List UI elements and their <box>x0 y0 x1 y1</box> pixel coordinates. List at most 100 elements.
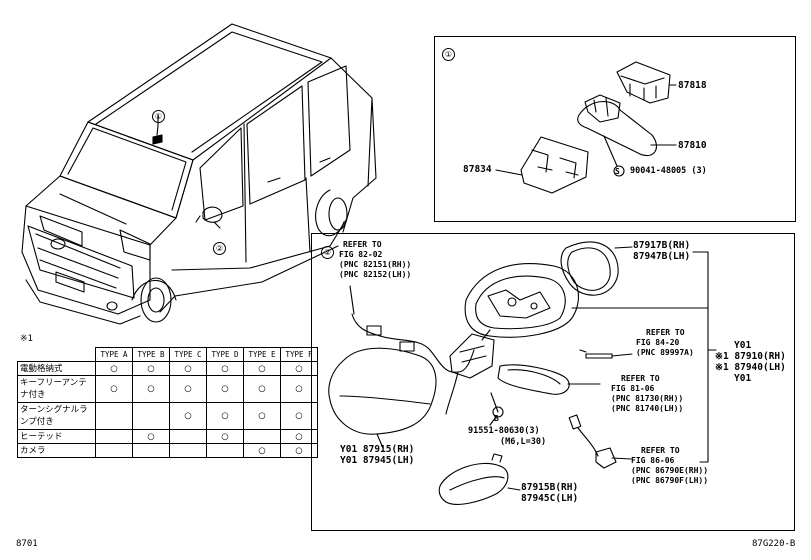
antenna-detail-frame <box>434 36 796 222</box>
header-type-a: TYPE A <box>95 347 133 362</box>
mark-cell: ○ <box>243 402 281 430</box>
refer-84-line-2: FIG 84-20 <box>636 338 680 347</box>
screw-label: 91551-80630(3) (M6,L=30) <box>468 426 546 448</box>
refer-81-line-4: (PNC 81740(LH)) <box>611 404 684 413</box>
mark-cell: ○ <box>132 429 170 444</box>
refer-fig-84: REFER TO FIG 84-20 (PNC 89997A) <box>636 328 694 358</box>
refer-86-line-4: (PNC 86790F(LH)) <box>631 476 709 485</box>
row-feature: 電動格納式 <box>17 361 96 376</box>
mark-cell: ○ <box>243 443 281 458</box>
mark-cell: ○ <box>243 361 281 376</box>
refer-86-line-1: REFER TO <box>641 446 680 455</box>
figure-number: 8701 <box>16 539 38 549</box>
table-header-row: TYPE A TYPE B TYPE C TYPE D TYPE E TYPE … <box>18 347 318 362</box>
refer-81-line-1: REFER TO <box>621 374 660 383</box>
row-feature: カメラ <box>17 443 96 458</box>
part-number-87834: 87834 <box>463 164 492 175</box>
mark-cell <box>95 443 133 458</box>
part-number-87917b: 87917B(RH) <box>633 240 691 251</box>
part-number-87818: 87818 <box>678 80 707 91</box>
refer-82-line-1: REFER TO <box>343 240 382 249</box>
mark-cell <box>132 402 170 430</box>
mark-cell: ○ <box>280 402 318 430</box>
part-number-91551: 91551-80630(3) <box>468 426 540 436</box>
screw-b-letter: B <box>494 414 499 423</box>
mark-cell: ○ <box>243 375 281 403</box>
mark-cell <box>95 402 133 430</box>
mark-cell: ○ <box>169 375 207 403</box>
mark-cell: ○ <box>206 375 244 403</box>
table-row: キーフリーアンテナ付き ○ ○ ○ ○ ○ ○ <box>17 375 318 403</box>
refer-84-line-1: REFER TO <box>646 328 685 337</box>
mark-cell: ○ <box>169 361 207 376</box>
mark-cell: ○ <box>132 361 170 376</box>
header-type-b: TYPE B <box>132 347 170 362</box>
mark-cell <box>169 429 207 444</box>
mark-cell: ○ <box>95 375 133 403</box>
table-row: ヒーテッド ○ ○ ○ <box>17 429 318 444</box>
option-table: TYPE A TYPE B TYPE C TYPE D TYPE E TYPE … <box>17 347 318 458</box>
callout-2-label: ② <box>213 242 226 255</box>
callout-2-frame-label: ② <box>321 246 334 259</box>
refer-fig-81: REFER TO FIG 81-06 (PNC 81730(RH)) (PNC … <box>611 374 683 414</box>
code-y01-bottom: Y01 <box>734 373 752 384</box>
part-number-87915b: 87915B(RH) <box>521 482 579 493</box>
table-row: 電動格納式 ○ ○ ○ ○ ○ ○ <box>17 361 318 376</box>
header-type-c: TYPE C <box>169 347 207 362</box>
screw-b-mark: B <box>494 406 499 425</box>
header-type-e: TYPE E <box>243 347 281 362</box>
part-number-87810: 87810 <box>678 140 707 151</box>
row-feature: キーフリーアンテナ付き <box>17 375 96 403</box>
part-number-90041: 90041-48005 (3) <box>630 166 707 176</box>
screw-size: (M6,L=30) <box>500 437 547 447</box>
refer-82-line-2: FIG 82-02 <box>339 250 383 259</box>
table-row: カメラ ○ ○ <box>17 443 318 458</box>
mark-cell: ○ <box>95 361 133 376</box>
table-row: ターンシグナルランプ付き ○ ○ ○ ○ <box>17 402 318 430</box>
mirror-glass-label: 87917B(RH) 87947B(LH) <box>633 240 690 262</box>
callout-1-frame: ① <box>442 42 455 61</box>
header-type-d: TYPE D <box>206 347 244 362</box>
mark-cell: ○ <box>132 375 170 403</box>
callout-1-vehicle: ① <box>152 104 165 123</box>
mirror-assembly-codes: Y01 ※1 87910(RH) ※1 87940(LH) Y01 <box>715 340 786 384</box>
mark-cell: ○ <box>280 361 318 376</box>
refer-84-line-3: (PNC 89997A) <box>636 348 694 357</box>
part-number-87940: ※1 87940(LH) <box>715 362 786 373</box>
antenna-parts-illustration <box>495 61 677 194</box>
refer-86-line-2: FIG 86-06 <box>631 456 675 465</box>
mirror-cover-label: Y01 87915(RH) Y01 87945(LH) <box>340 444 414 466</box>
refer-82-line-4: (PNC 82152(LH)) <box>339 270 412 279</box>
vehicle-illustration <box>21 23 377 325</box>
note-mark: ※1 <box>20 334 33 344</box>
refer-81-line-2: FIG 81-06 <box>611 384 655 393</box>
callout-1-label: ① <box>152 110 165 123</box>
mark-cell <box>132 443 170 458</box>
base-cover-label: 87915B(RH) 87945C(LH) <box>521 482 578 504</box>
part-number-87910: ※1 87910(RH) <box>715 351 786 362</box>
mark-cell: ○ <box>169 402 207 430</box>
outer-mirror-illustration <box>328 241 717 505</box>
figure-code: 87G220-B <box>752 539 796 549</box>
mark-cell <box>206 443 244 458</box>
callout-1-frame-label: ① <box>442 48 455 61</box>
callout-2-frame: ② <box>321 240 334 259</box>
mark-cell: ○ <box>206 361 244 376</box>
refer-fig-86: REFER TO FIG 86-06 (PNC 86790E(RH)) (PNC… <box>631 446 708 486</box>
refer-fig-82: REFER TO FIG 82-02 (PNC 82151(RH)) (PNC … <box>339 240 411 280</box>
screw-mark-s: S <box>615 167 620 176</box>
part-number-87915: Y01 87915(RH) <box>340 444 415 455</box>
refer-81-line-3: (PNC 81730(RH)) <box>611 394 684 403</box>
row-feature: ターンシグナルランプ付き <box>17 402 96 430</box>
header-type-f: TYPE F <box>280 347 318 362</box>
mark-cell <box>95 429 133 444</box>
part-number-87947b: 87947B(LH) <box>633 251 691 262</box>
callout-2-vehicle: ② <box>213 236 226 255</box>
refer-82-line-3: (PNC 82151(RH)) <box>339 260 412 269</box>
mark-cell <box>243 429 281 444</box>
mark-cell: ○ <box>206 429 244 444</box>
part-number-87945c: 87945C(LH) <box>521 493 579 504</box>
row-feature: ヒーテッド <box>17 429 96 444</box>
mark-cell: ○ <box>280 443 318 458</box>
refer-86-line-3: (PNC 86790E(RH)) <box>631 466 709 475</box>
